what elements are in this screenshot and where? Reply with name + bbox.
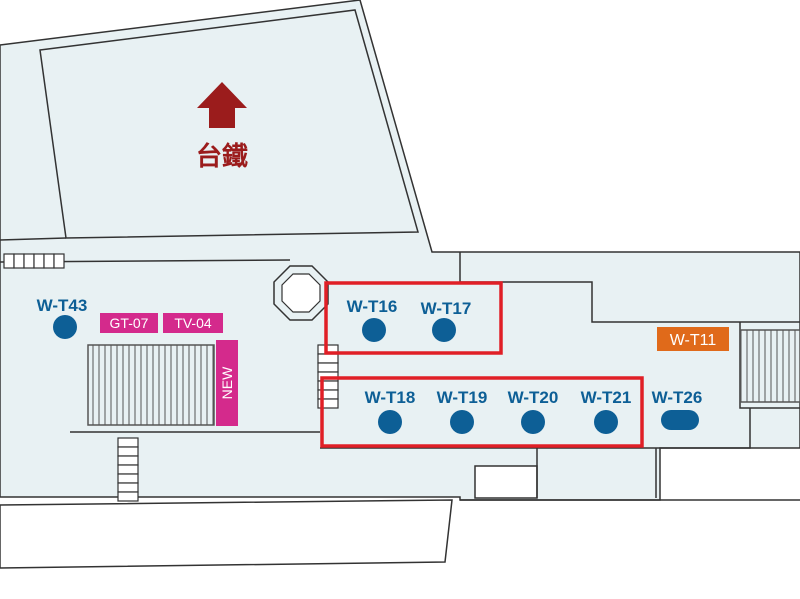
rail-segment [23,253,35,269]
marker-dot [594,410,618,434]
marker-dot [378,410,402,434]
sign-tv04-label: TV-04 [174,315,212,331]
sign-new: NEW [216,340,238,426]
rail-ladders [3,253,339,502]
highlight-box-bottom [320,376,644,448]
marker-w-t26: W-T26 [652,388,703,430]
stair-grate-left [87,344,215,426]
rail-segment [317,353,339,364]
direction-arrow-icon [197,82,247,128]
marker-dot [521,410,545,434]
stair-grate-right [739,329,800,403]
marker-w-t21: W-T21 [581,388,632,434]
marker-w-t17: W-T17 [421,299,472,342]
marker-w-t16: W-T16 [347,297,398,342]
marker-label: W-T20 [508,388,559,407]
rail-segment [117,491,139,502]
marker-dot [362,318,386,342]
marker-label: W-T17 [421,299,472,318]
marker-label: W-T16 [347,297,398,316]
direction-label: 台鐵 [196,141,248,171]
rail-segment [117,464,139,475]
sign-tv04: TV-04 [163,313,223,333]
sign-gt07-label: GT-07 [110,315,149,331]
marker-label: W-T21 [581,388,632,407]
marker-label: W-T19 [437,388,488,407]
rail-segment [13,253,25,269]
rail-segment [117,482,139,493]
highlight-box-top [324,281,503,355]
marker-dot [53,315,77,339]
marker-w-t20: W-T20 [508,388,559,434]
sign-gt07: GT-07 [100,313,158,333]
rail-segment [33,253,45,269]
marker-dot [450,410,474,434]
marker-w-t18: W-T18 [365,388,416,434]
marker-label: W-T18 [365,388,416,407]
rail-segment [3,253,15,269]
rail-segment [43,253,55,269]
marker-dot [661,410,699,430]
rail-segment [317,398,339,409]
right-wing-wall [459,252,800,323]
sign-wt11: W-T11 [657,327,729,351]
sign-wt11-label: W-T11 [670,332,717,349]
marker-dot [432,318,456,342]
marker-label: W-T26 [652,388,703,407]
sign-new-label: NEW [219,366,235,399]
rail-segment [317,362,339,373]
rail-segment [53,253,65,269]
rail-segment [117,446,139,457]
marker-w-t19: W-T19 [437,388,488,434]
rail-segment [117,455,139,466]
bottom-corridor [0,499,453,569]
rail-segment [117,437,139,448]
rail-segment [117,473,139,484]
marker-label: W-T43 [37,296,88,315]
marker-w-t43: W-T43 [37,296,88,339]
